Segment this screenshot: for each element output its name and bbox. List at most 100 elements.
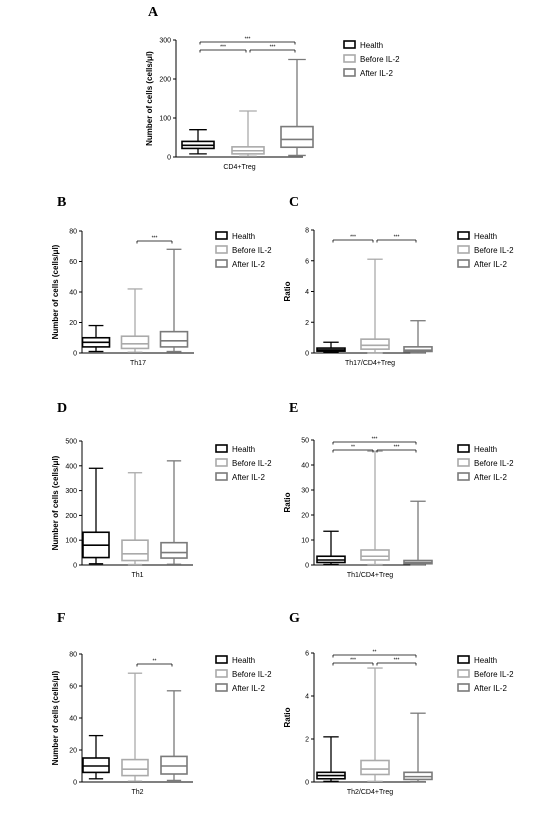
legend-label: After IL-2 [232, 473, 265, 482]
y-tick-label: 80 [69, 229, 77, 236]
significance-bracket: *** [332, 235, 374, 243]
panel-C: C02468RatioTh17/CD4+Treg******HealthBefo… [283, 195, 514, 367]
legend-swatch-before [457, 245, 470, 254]
y-tick-label: 500 [65, 439, 77, 446]
legend-label: Health [232, 445, 255, 454]
significance-label: *** [350, 658, 356, 664]
y-tick-label: 100 [65, 538, 77, 545]
legend-swatch-before [457, 458, 470, 467]
legend-label: Health [474, 656, 497, 665]
box-before [360, 258, 390, 354]
panel-G: G0246RatioTh2/CD4+Treg********HealthBefo… [283, 611, 514, 796]
iqr-box [120, 335, 150, 350]
panel-letter: G [289, 611, 300, 626]
significance-label: *** [394, 445, 400, 451]
legend-swatch-before [215, 458, 228, 467]
legend-label: Before IL-2 [232, 459, 272, 468]
y-axis-label: Number of cells (cells/μl) [145, 51, 154, 146]
iqr-box [360, 549, 390, 561]
significance-label: ** [373, 650, 377, 656]
y-tick-label: 50 [301, 438, 309, 445]
y-tick-label: 0 [305, 351, 309, 358]
y-tick-label: 60 [69, 259, 77, 266]
legend-swatch-health [457, 231, 470, 240]
legend-swatch-before [215, 669, 228, 678]
iqr-box [360, 759, 390, 776]
y-tick-label: 0 [305, 780, 309, 787]
significance-bracket: *** [332, 658, 374, 666]
y-axis-label: Number of cells (cells/μl) [51, 455, 60, 550]
y-tick-label: 100 [159, 116, 171, 123]
x-category-label: Th2/CD4+Treg [347, 789, 393, 796]
legend-swatch-after [215, 472, 228, 481]
y-tick-label: 200 [159, 77, 171, 84]
iqr-box [403, 346, 433, 353]
significance-bracket: ** [332, 445, 374, 453]
legend-swatch-after [457, 472, 470, 481]
y-tick-label: 2 [305, 320, 309, 327]
significance-bracket: ** [136, 659, 173, 667]
legend-label: After IL-2 [360, 69, 393, 78]
x-category-label: Th1/CD4+Treg [347, 572, 393, 579]
y-tick-label: 20 [301, 513, 309, 520]
legend-swatch-health [215, 444, 228, 453]
box-after [403, 500, 433, 566]
significance-label: *** [394, 235, 400, 241]
box-health [82, 467, 110, 565]
y-tick-label: 40 [69, 716, 77, 723]
significance-bracket: *** [199, 37, 296, 45]
legend-swatch-after [215, 259, 228, 268]
significance-bracket: *** [376, 445, 417, 453]
iqr-box [280, 125, 314, 149]
legend-swatch-before [343, 54, 356, 63]
y-tick-label: 300 [159, 38, 171, 45]
significance-label: *** [350, 235, 356, 241]
y-tick-label: 4 [305, 694, 309, 701]
iqr-box [160, 541, 188, 559]
y-axis-label: Ratio [283, 707, 292, 727]
y-tick-label: 10 [301, 538, 309, 545]
significance-label: *** [394, 658, 400, 664]
x-category-label: Th17 [130, 360, 146, 367]
box-after [403, 320, 433, 354]
significance-label: *** [245, 37, 251, 43]
iqr-box [121, 539, 149, 562]
box-health [316, 736, 346, 783]
legend-label: Before IL-2 [232, 670, 272, 679]
significance-label: ** [351, 445, 355, 451]
legend-swatch-before [215, 245, 228, 254]
y-tick-label: 60 [69, 684, 77, 691]
significance-bracket: *** [376, 658, 417, 666]
box-after [160, 460, 188, 565]
box-health [82, 734, 110, 780]
y-tick-label: 200 [65, 513, 77, 520]
legend-label: After IL-2 [232, 684, 265, 693]
box-health [181, 129, 215, 155]
y-tick-label: 20 [69, 320, 77, 327]
y-tick-label: 0 [305, 563, 309, 570]
legend-swatch-after [457, 683, 470, 692]
y-tick-label: 6 [305, 258, 309, 265]
significance-bracket: *** [332, 437, 417, 445]
legend-label: Health [474, 232, 497, 241]
significance-bracket: ** [332, 650, 417, 658]
y-axis-label: Number of cells (cells/μl) [51, 670, 60, 765]
legend-swatch-health [343, 40, 356, 49]
box-after [160, 690, 188, 782]
y-tick-label: 30 [301, 488, 309, 495]
legend-swatch-health [457, 444, 470, 453]
iqr-box [360, 338, 390, 350]
legend-swatch-health [215, 655, 228, 664]
box-before [231, 110, 265, 157]
y-tick-label: 400 [65, 463, 77, 470]
panel-letter: F [57, 611, 66, 626]
legend-label: After IL-2 [474, 684, 507, 693]
